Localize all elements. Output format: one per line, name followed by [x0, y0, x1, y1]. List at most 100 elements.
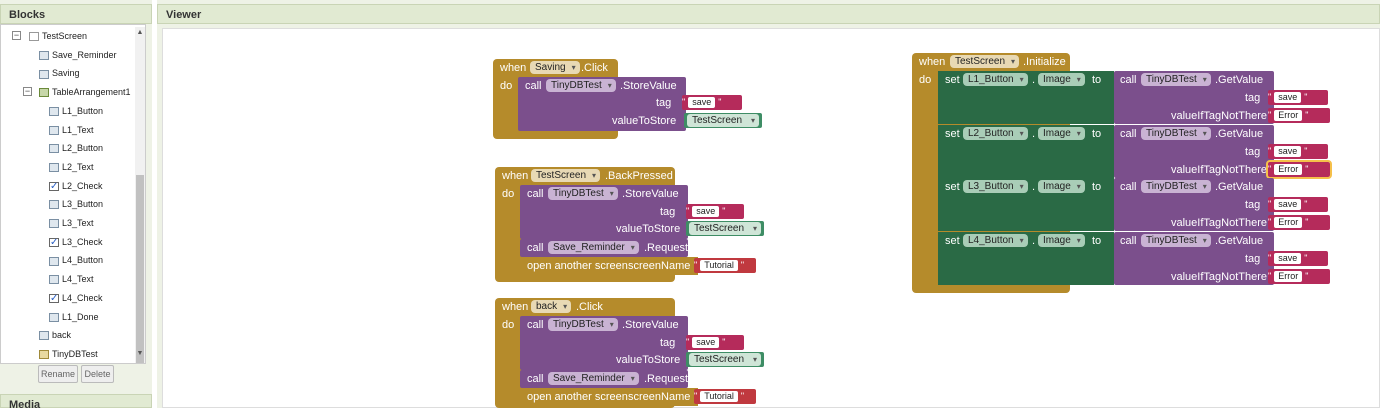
tree-item-l1-text[interactable]: L1_Text — [49, 121, 94, 139]
text-string-block[interactable]: "Error" — [1268, 108, 1330, 123]
open-another-screen-block[interactable] — [520, 257, 698, 275]
tree-scroll-thumb[interactable] — [136, 175, 144, 363]
checkbox-icon — [49, 178, 59, 196]
tree-item-saving[interactable]: Saving — [39, 64, 80, 82]
label-icon — [49, 312, 59, 322]
kw-to: to — [1092, 181, 1102, 193]
label-icon — [49, 219, 59, 229]
tree-item-label: L4_Text — [62, 274, 94, 285]
component-dropdown[interactable]: TinyDBTest — [1141, 233, 1211, 247]
tree-item-l2-text[interactable]: L2_Text — [49, 158, 94, 176]
component-dropdown[interactable]: TestScreen — [531, 169, 601, 182]
method-name: .StoreValue — [620, 80, 677, 92]
arg-label-tag: tag — [660, 206, 676, 218]
tree-item-label: L2_Check — [62, 180, 103, 191]
text-string-block[interactable]: "save" — [686, 204, 744, 219]
scroll-down-icon[interactable]: ▼ — [136, 350, 144, 357]
tree-item-l4-check[interactable]: L4_Check — [49, 289, 103, 308]
tree-item-label: L2_Button — [62, 143, 104, 154]
property-dropdown[interactable]: Image — [1038, 180, 1085, 193]
tree-item-l1-done[interactable]: L1_Done — [49, 308, 99, 326]
tree-item-label: L4_Check — [62, 292, 103, 303]
component-dropdown[interactable]: TinyDBTest — [548, 318, 618, 331]
tree-item-l3-button[interactable]: L3_Button — [49, 195, 103, 213]
component-dropdown[interactable]: Save_Reminder — [548, 241, 639, 254]
kw-call: call — [527, 319, 544, 331]
method-name: .GetValue — [1215, 234, 1264, 247]
tree-item-l1-button[interactable]: L1_Button — [49, 102, 103, 120]
tree-item-tablearrangement1[interactable]: TableArrangement1 — [39, 83, 131, 101]
collapse-icon[interactable]: − — [23, 86, 32, 97]
component-block[interactable]: TestScreen — [684, 113, 762, 128]
property-dropdown[interactable]: Image — [1038, 126, 1085, 140]
property-dropdown[interactable]: Image — [1038, 73, 1085, 86]
kw-do: do — [919, 74, 932, 86]
component-dropdown[interactable]: L2_Button — [963, 126, 1028, 140]
component-dropdown[interactable]: L1_Button — [963, 73, 1028, 86]
checkbox-icon — [49, 290, 59, 308]
button-icon — [49, 256, 59, 266]
component-dropdown[interactable]: L3_Button — [963, 180, 1028, 193]
arg-label-tag: tag — [1245, 145, 1261, 158]
component-dropdown[interactable]: Save_Reminder — [548, 372, 639, 385]
arg-label-tag: tag — [1245, 252, 1261, 265]
text-string-block[interactable]: "Error" — [1266, 159, 1332, 179]
tree-item-label: L3_Button — [62, 199, 104, 210]
open-another-screen-block[interactable] — [520, 388, 698, 406]
text-string-block[interactable]: "Error" — [1268, 215, 1330, 230]
kw-open-screen: open another screen — [527, 391, 628, 403]
tree-item-save-reminder[interactable]: Save_Reminder — [39, 46, 117, 64]
component-block[interactable]: TestScreen — [686, 352, 764, 367]
rename-button[interactable]: Rename — [38, 365, 78, 383]
text-string-block[interactable]: "Tutorial" — [694, 258, 756, 273]
component-block[interactable]: TestScreen — [686, 221, 764, 236]
button-icon — [49, 200, 59, 210]
tree-item-tinydbtest[interactable]: TinyDBTest — [39, 345, 98, 363]
component-dropdown[interactable]: TestScreen — [950, 55, 1020, 68]
component-dropdown[interactable]: TinyDBTest — [546, 79, 616, 92]
kw-call: call — [527, 188, 544, 200]
kw-set: set — [945, 74, 960, 86]
tree-item-l4-button[interactable]: L4_Button — [49, 251, 103, 269]
property-dropdown[interactable]: Image — [1038, 233, 1085, 247]
table-icon — [39, 88, 49, 98]
image-icon — [39, 69, 49, 79]
text-string-block[interactable]: "save" — [1268, 90, 1328, 105]
tree-item-l2-button[interactable]: L2_Button — [49, 139, 103, 157]
scroll-up-icon[interactable]: ▲ — [136, 29, 144, 36]
text-string-block[interactable]: "Error" — [1268, 268, 1330, 284]
screen-icon — [29, 32, 39, 42]
tree-item-label: TestScreen — [42, 31, 88, 41]
text-string-block[interactable]: "save" — [1268, 197, 1328, 212]
component-dropdown[interactable]: Saving — [530, 61, 580, 74]
text-string-block[interactable]: "Tutorial" — [694, 389, 756, 404]
method-name: .RequestFocus — [644, 242, 718, 254]
kw-dot: . — [1032, 181, 1036, 193]
text-string-block[interactable]: "save" — [1268, 143, 1328, 159]
method-name: .RequestFocus — [644, 373, 718, 385]
text-string-block[interactable]: "save" — [682, 95, 742, 110]
component-dropdown[interactable]: L4_Button — [963, 233, 1028, 247]
collapse-icon[interactable]: − — [12, 30, 21, 40]
delete-button[interactable]: Delete — [81, 365, 114, 383]
button-icon — [49, 144, 59, 154]
component-dropdown[interactable]: TinyDBTest — [1141, 126, 1211, 140]
text-string-block[interactable]: "save" — [686, 335, 744, 350]
tree-item-back[interactable]: back — [39, 326, 71, 344]
tree-item-l3-check[interactable]: L3_Check — [49, 233, 103, 252]
kw-do: do — [502, 319, 515, 331]
tree-item-label: L3_Text — [62, 218, 94, 228]
component-dropdown[interactable]: back — [531, 300, 572, 313]
component-dropdown[interactable]: TinyDBTest — [1141, 180, 1211, 193]
tree-item-l3-text[interactable]: L3_Text — [49, 214, 94, 232]
component-dropdown[interactable]: TinyDBTest — [548, 187, 618, 200]
tree-item-label: TinyDBTest — [52, 348, 98, 359]
tree-item-label: L2_Text — [62, 161, 94, 172]
text-string-block[interactable]: "save" — [1268, 250, 1328, 266]
tree-item-l2-check[interactable]: L2_Check — [49, 177, 103, 196]
tree-item-l4-text[interactable]: L4_Text — [49, 270, 94, 288]
tree-item-testscreen[interactable]: TestScreen — [29, 27, 87, 45]
tree-item-label: Save_Reminder — [52, 49, 117, 60]
kw-do: do — [500, 80, 513, 92]
component-dropdown[interactable]: TinyDBTest — [1141, 73, 1211, 86]
